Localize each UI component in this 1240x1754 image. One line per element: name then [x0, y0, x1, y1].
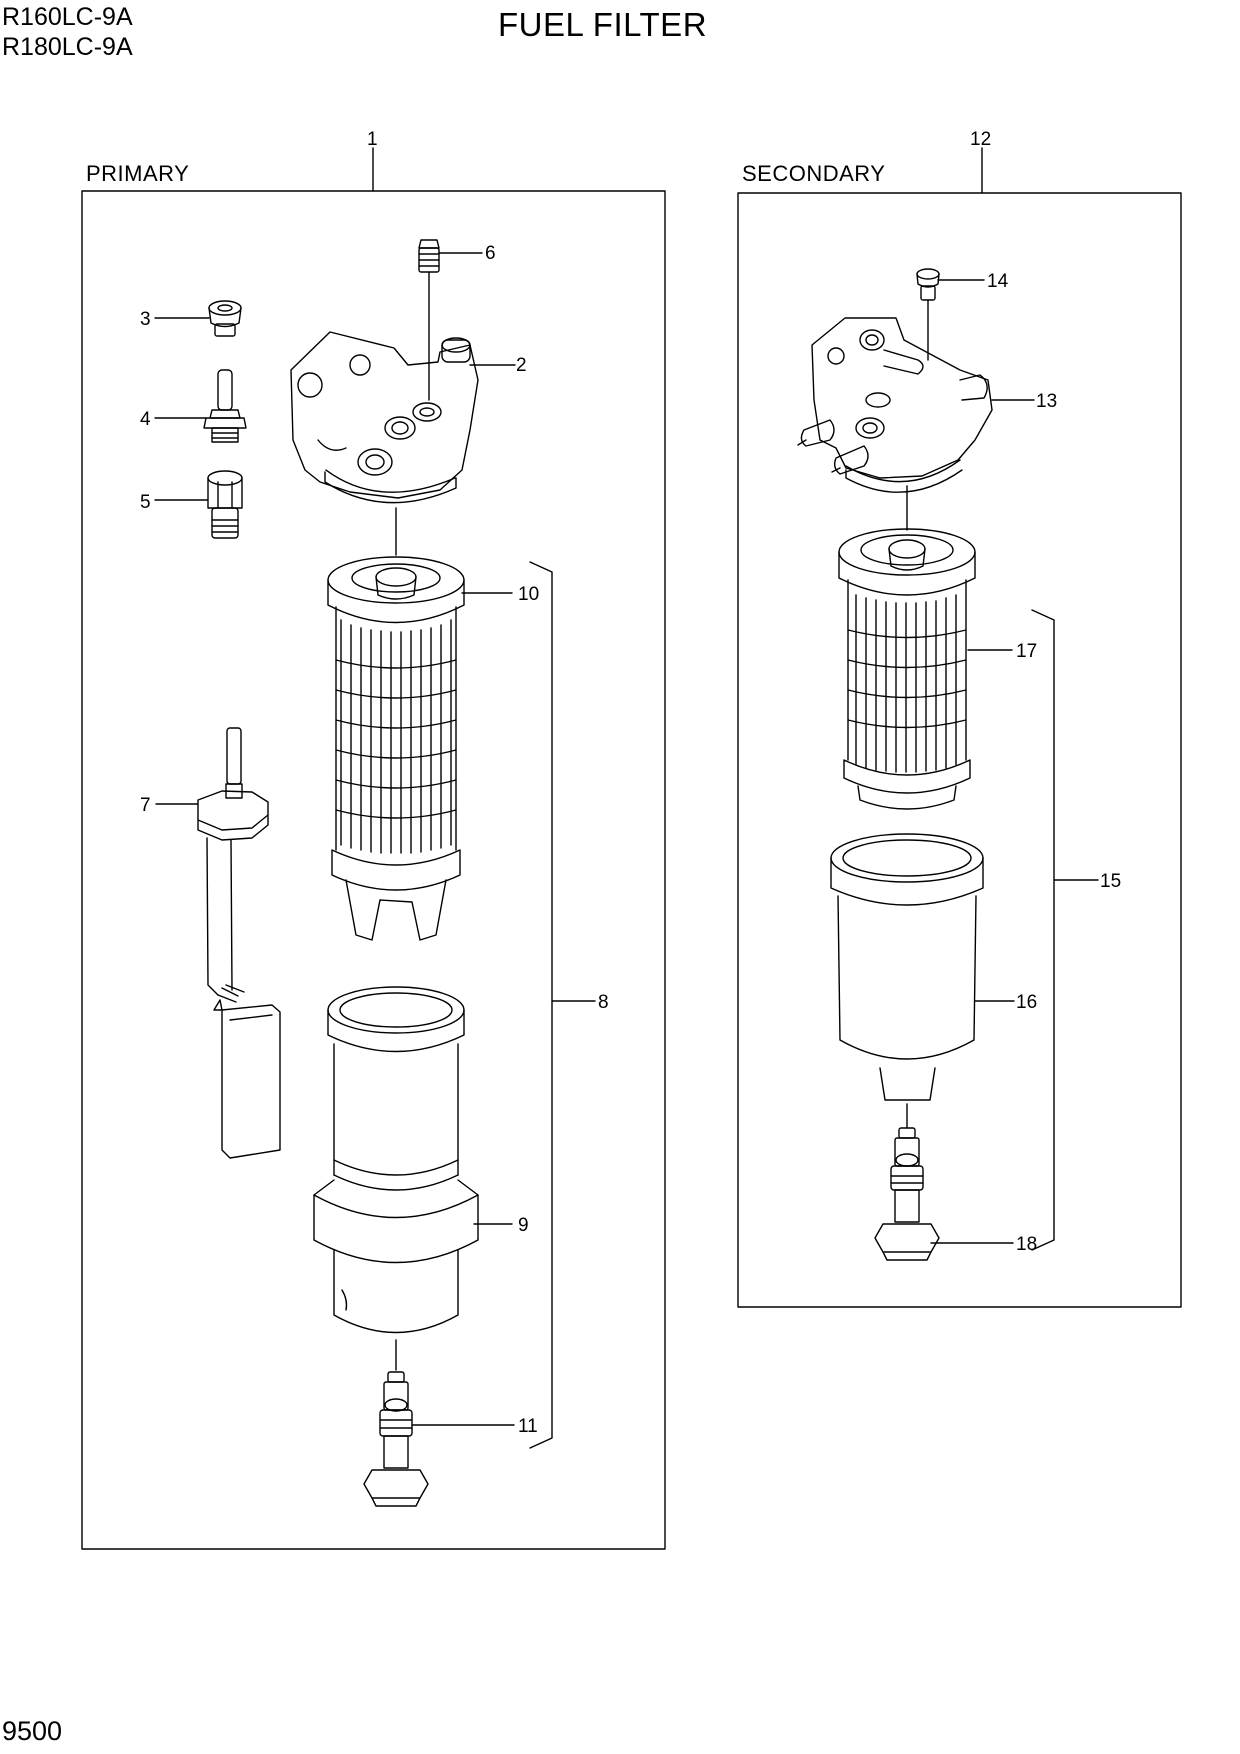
vent-plug-part: [418, 239, 483, 401]
adapter-part: [154, 369, 247, 443]
callout-8: 8: [598, 992, 609, 1013]
secondary-filter-element-part: [838, 528, 1013, 810]
drain-cock-part: [363, 1339, 515, 1507]
model-name: R160LC-9A: [2, 3, 133, 31]
secondary-drain-cock-part: [874, 1103, 1014, 1261]
primary-filter-element-part: [327, 556, 513, 941]
callout-15: 15: [1100, 871, 1121, 892]
secondary-plug-part: [916, 268, 985, 361]
filter-bowl-part: [313, 986, 513, 1334]
bracket-8: [529, 561, 596, 1449]
callout-18: 18: [1016, 1234, 1037, 1255]
callout-5: 5: [140, 492, 151, 513]
secondary-filter-head-part: [797, 317, 1035, 531]
secondary-section: SECONDARY 12: [737, 129, 1182, 1308]
primary-section-label: PRIMARY: [86, 161, 189, 186]
filter-head-part: [290, 331, 516, 556]
callout-2: 2: [516, 355, 527, 376]
callout-9: 9: [518, 1215, 529, 1236]
bracket-15: [1031, 609, 1099, 1251]
fitting-part: [154, 470, 243, 539]
model-name: R180LC-9A: [2, 33, 133, 61]
model-list: R160LC-9A R180LC-9A: [2, 2, 133, 62]
callout-14: 14: [987, 271, 1009, 292]
primary-frame: [81, 190, 666, 1550]
callout-3: 3: [140, 309, 151, 330]
page-title: FUEL FILTER: [498, 6, 708, 43]
callout-4: 4: [140, 409, 151, 430]
callout-1: 1: [367, 129, 378, 150]
callout-12: 12: [970, 129, 991, 150]
page-number: 9500: [2, 1716, 63, 1746]
callout-13: 13: [1036, 391, 1057, 412]
callout-6: 6: [485, 243, 496, 264]
water-sensor-part: [155, 727, 281, 1159]
secondary-section-label: SECONDARY: [742, 161, 885, 186]
callout-16: 16: [1016, 992, 1037, 1013]
plug-part: [154, 300, 242, 337]
secondary-frame: [737, 192, 1182, 1308]
secondary-bowl-part: [830, 833, 1015, 1101]
callout-7: 7: [140, 795, 151, 816]
callout-17: 17: [1016, 641, 1037, 662]
callout-10: 10: [518, 584, 539, 605]
callout-11: 11: [518, 1416, 538, 1437]
primary-section: PRIMARY 1: [81, 129, 666, 1550]
